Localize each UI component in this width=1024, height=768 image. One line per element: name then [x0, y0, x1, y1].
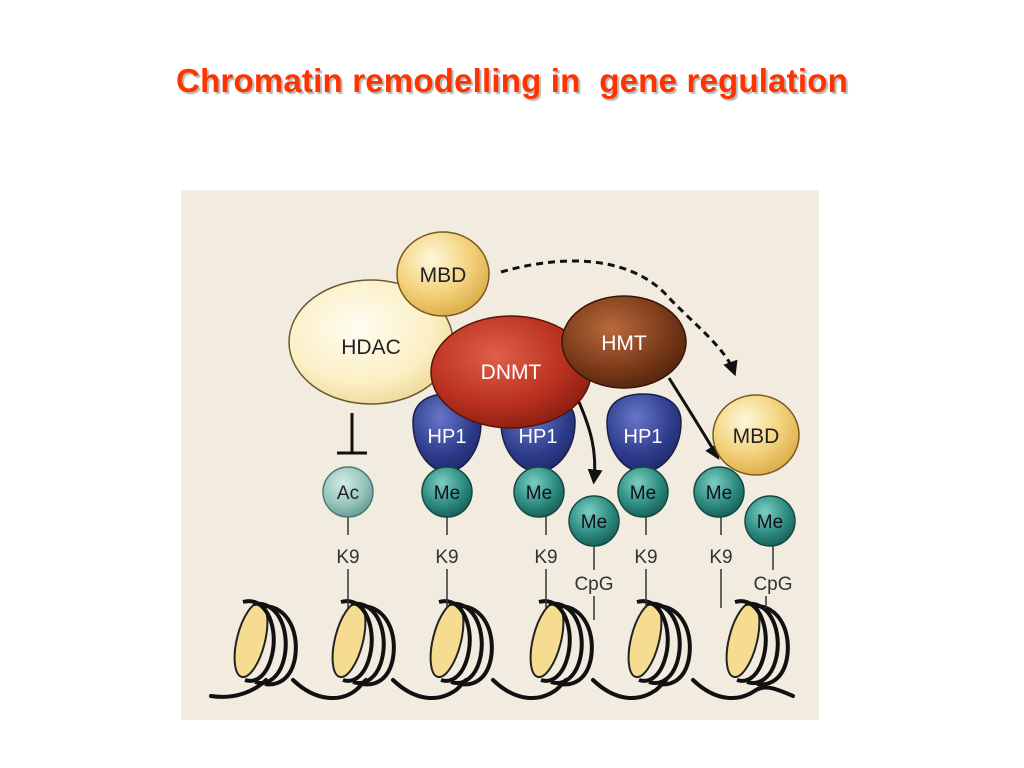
nucleosome-2: [331, 599, 396, 687]
me-mark-1-label: Me: [434, 483, 460, 504]
me-mark-1: [421, 466, 473, 518]
mbd-top-label: MBD: [420, 264, 467, 287]
me-mark-4-label: Me: [706, 483, 732, 504]
ac-mark: [322, 466, 374, 518]
me-mark-3: [617, 466, 669, 518]
hp1-2-label: HP1: [519, 426, 558, 448]
nucleosome-1: [233, 599, 298, 687]
me-mark-4: [693, 466, 745, 518]
nucleosome-3: [429, 599, 494, 687]
ac-mark-label: Ac: [337, 483, 359, 504]
nucleosome-6: [725, 599, 790, 687]
mbd-right-label: MBD: [733, 425, 780, 448]
nucleosome-4: [529, 599, 594, 687]
arrow-hmt-to-me: [667, 377, 720, 460]
hdac-label: HDAC: [341, 336, 401, 359]
site-k9-4: K9: [634, 547, 657, 568]
arrow-dnmt-to-cpg-1: [577, 401, 603, 485]
mbd-top-protein: [396, 231, 490, 317]
hmt-protein: [561, 295, 687, 389]
hp1-3-label: HP1: [624, 426, 663, 448]
hp1-3: [606, 393, 682, 473]
slide-title: Chromatin remodelling in gene regulation: [176, 62, 848, 99]
nucleosome-5: [627, 599, 692, 687]
inhibition-symbol: [337, 413, 367, 455]
site-k9-3: K9: [534, 547, 557, 568]
mbd-right-protein: [712, 394, 800, 476]
hp1-1-label: HP1: [428, 426, 467, 448]
me-mark-cpg-1-label: Me: [581, 512, 607, 533]
me-mark-3-label: Me: [630, 483, 656, 504]
dashed-arrow-mbd-to-mbd: [500, 259, 738, 377]
site-cpg-2: CpG: [753, 574, 792, 595]
chromatin-diagram: MBD HDAC DNMT HMT HP1 HP1 HP1 MBD Ac Me …: [181, 190, 819, 720]
hmt-label: HMT: [601, 332, 647, 355]
site-k9-2: K9: [435, 547, 458, 568]
me-mark-2-label: Me: [526, 483, 552, 504]
me-mark-2: [513, 466, 565, 518]
me-mark-cpg-2: [744, 495, 796, 547]
site-k9-5: K9: [709, 547, 732, 568]
site-k9-1: K9: [336, 547, 359, 568]
me-mark-cpg-2-label: Me: [757, 512, 783, 533]
nucleosome-array: [209, 599, 795, 701]
dna-strand: [209, 678, 795, 701]
me-mark-cpg-1: [568, 495, 620, 547]
dnmt-label: DNMT: [481, 361, 542, 384]
site-cpg-1: CpG: [574, 574, 613, 595]
